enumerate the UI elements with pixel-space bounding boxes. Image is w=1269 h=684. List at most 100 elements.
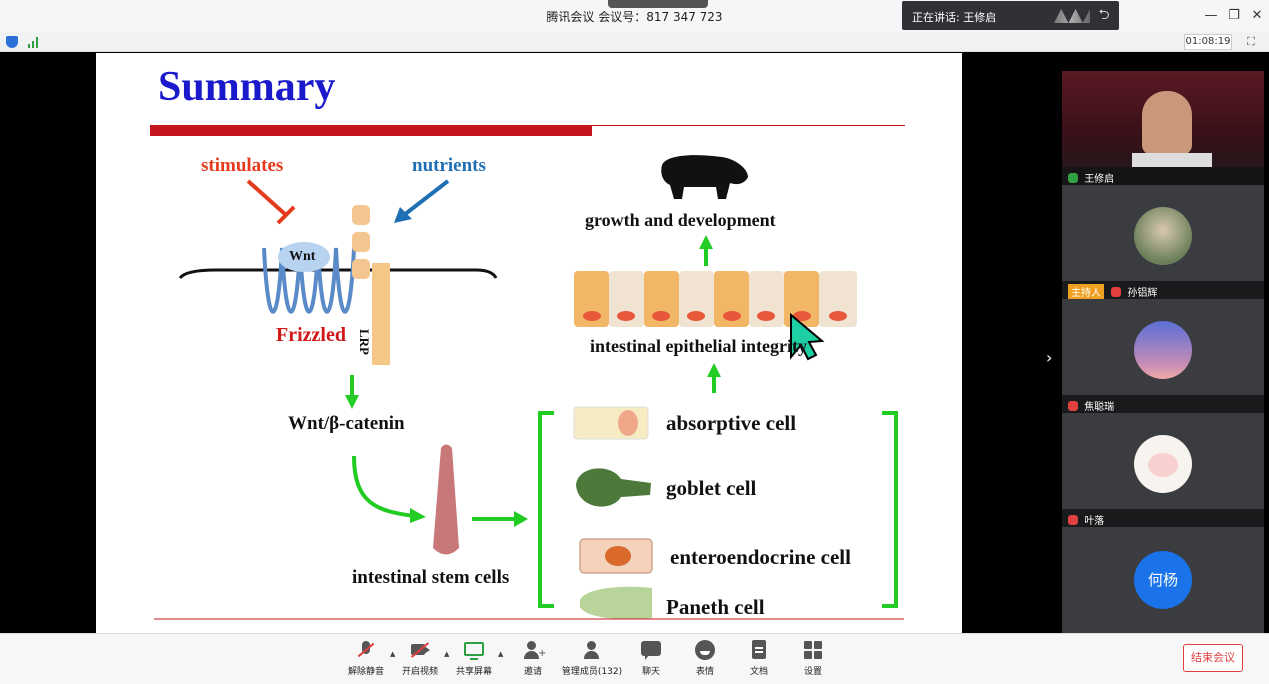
slide-title: Summary [158,64,336,110]
shared-slide: Summary [96,53,962,633]
mic-muted-icon [354,639,378,661]
settings-button[interactable]: 设置 [778,639,848,681]
start-video-button[interactable]: 开启视频 [385,639,455,681]
participant-tile[interactable]: 何杨 [1062,527,1264,633]
participant-tile[interactable]: 王修启 [1062,71,1264,185]
lrp-domain [352,232,370,252]
participant-tile[interactable]: 叶落 [1062,413,1264,527]
label-integrity: intestinal epithelial integrity [590,336,807,356]
label-nutrients: nutrients [412,155,486,176]
lrp-domain [352,205,370,225]
mic-muted-icon [1111,287,1122,297]
participant-name-bar: 叶落 [1062,509,1264,527]
minimize-icon[interactable]: — [1204,8,1218,23]
document-icon [747,639,771,661]
status-bar: 01:08:19 ⛶ [0,32,1269,52]
label-wnt: Wnt [289,249,316,264]
mic-on-icon [1068,173,1078,183]
signal-icon[interactable] [28,36,40,48]
arrowhead [699,235,713,249]
enteroendocrine-nucleus [605,546,631,566]
left-bracket [538,411,554,608]
restore-icon[interactable]: ❐ [1228,8,1240,23]
chevron-right-icon[interactable]: › [1046,348,1053,367]
chevron-up-icon[interactable]: ▲ [390,650,396,658]
label-absorptive: absorptive cell [666,411,797,435]
participant-name-bar: 王修启 [1062,167,1264,185]
share-screen-icon [462,639,486,661]
close-icon[interactable]: ✕ [1251,8,1263,23]
meeting-toolbar: 解除静音 ▲ 开启视频 ▲ 共享屏幕 ▲ + 邀请 管理成员(132) [0,633,1269,684]
nutrients-arrowhead [394,207,412,223]
absorptive-nucleus [618,410,638,436]
mouse-cursor-icon [790,312,825,361]
meeting-title: 腾讯会议 会议号：817 347 723 [546,10,723,24]
label-lrp: LRP [357,329,372,355]
inhibit-bar [276,205,296,225]
speaking-label: 正在讲话: 王修启 [912,11,997,24]
title-underline [150,125,592,136]
drag-handle[interactable] [608,0,708,8]
invite-button[interactable]: + 邀请 [498,639,568,681]
frizzled-receptor [262,247,356,314]
shield-icon[interactable] [6,36,18,48]
host-badge: 主持人 [1068,284,1104,299]
arrowhead [707,363,721,377]
label-frizzled: Frizzled [276,324,346,346]
speaker-video-face [1142,91,1192,155]
stimulates-arrow [246,179,288,217]
participant-tile[interactable]: 主持人 孙铝辉 [1062,185,1264,299]
label-enteroendocrine: enteroendocrine cell [670,545,851,569]
mic-muted-icon [1068,401,1078,411]
add-user-icon: + [521,639,546,661]
label-wnt-beta-catenin: Wnt/β-catenin [288,413,405,434]
label-growth: growth and development [585,210,776,230]
return-icon[interactable]: ⮌ [1098,7,1110,23]
participant-name-bar: 主持人 孙铝辉 [1062,281,1264,299]
title-bar: 腾讯会议 会议号：817 347 723 正在讲话: 王修启 ⮌ — ❐ ✕ [0,0,1269,32]
label-stem-cells: intestinal stem cells [352,567,510,588]
docs-button[interactable]: 文档 [724,639,794,681]
avatar [1134,207,1192,265]
stem-cell-shape [433,444,459,555]
share-screen-button[interactable]: 共享屏幕 [439,639,509,681]
chevron-up-icon[interactable]: ▲ [498,650,504,658]
pig-icon [661,155,748,199]
chat-icon [639,639,663,661]
right-bracket [882,411,898,608]
label-stimulates: stimulates [201,155,284,176]
label-paneth: Paneth cell [666,595,765,619]
slide-diagram [154,155,904,620]
speaker-waveform-icon [1054,9,1090,23]
settings-grid-icon [801,639,825,661]
avatar: 何杨 [1134,551,1192,609]
emoji-icon [693,639,717,661]
curved-arrow [352,455,415,518]
chevron-up-icon[interactable]: ▲ [444,650,450,658]
mic-muted-icon [1068,515,1078,525]
end-meeting-button[interactable]: 结束会议 [1183,644,1243,672]
lrp-bar [372,263,390,365]
arrowhead [345,395,359,409]
meeting-timer: 01:08:19 [1184,34,1232,50]
title-rule [592,125,905,126]
paneth-cell-icon [580,586,652,620]
reactions-button[interactable]: 表情 [670,639,740,681]
epithelium-cells [574,271,857,327]
avatar [1134,321,1192,379]
lrp-domain [352,259,370,279]
arrowhead [514,511,528,527]
speaking-indicator: 正在讲话: 王修启 ⮌ [902,1,1119,30]
participant-tile[interactable]: 焦聪瑞 [1062,299,1264,413]
participants-panel: 王修启 主持人 孙铝辉 焦聪瑞 叶落 何杨 [1062,71,1264,633]
manage-members-button[interactable]: 管理成员(132) [557,639,627,681]
unmute-button[interactable]: 解除静音 [331,639,401,681]
participant-name-bar: 焦聪瑞 [1062,395,1264,413]
arrowhead [410,508,426,523]
cell-membrane [178,268,498,280]
members-icon [580,639,604,661]
nutrients-arrow [402,179,450,217]
fullscreen-icon[interactable]: ⛶ [1247,35,1255,48]
chat-button[interactable]: 聊天 [616,639,686,681]
speaker-video-shirt [1132,153,1212,167]
